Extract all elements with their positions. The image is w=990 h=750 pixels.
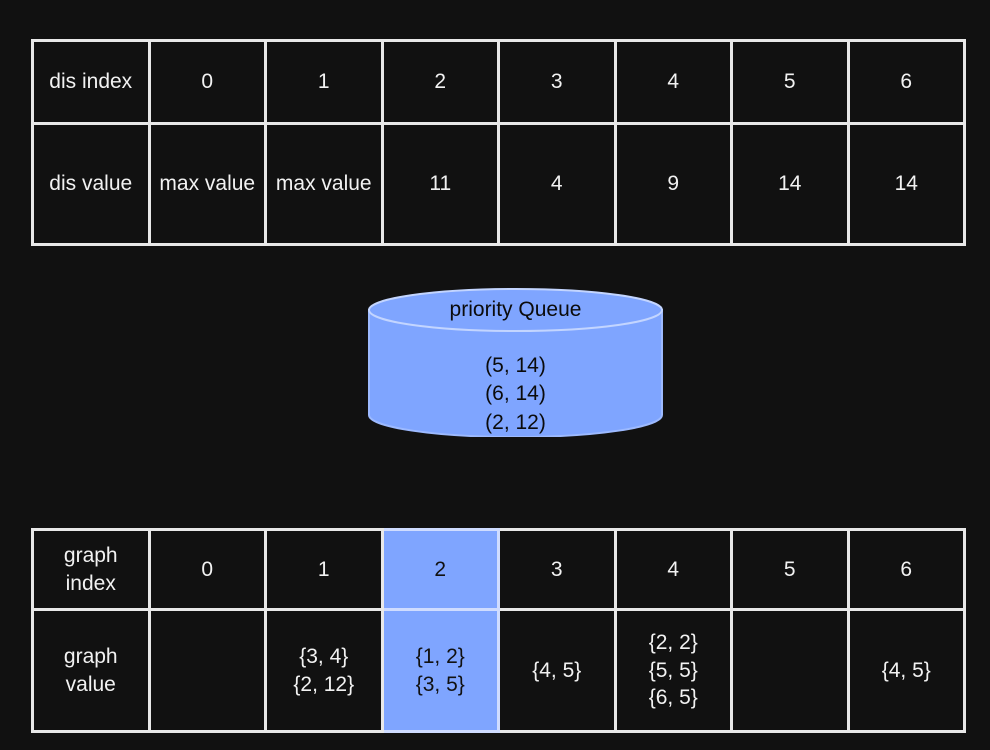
graph-value-cell-0 bbox=[147, 608, 267, 733]
graph-index-cell-2: 2 bbox=[380, 528, 500, 611]
dis-index-cell-2: 2 bbox=[380, 39, 500, 125]
graph-value-cell-3: {4, 5} bbox=[497, 608, 617, 733]
dis-index-cell-4: 4 bbox=[613, 39, 733, 125]
graph-index-label: graph index bbox=[31, 528, 151, 611]
priority-queue-cylinder: priority Queue (5, 14) (6, 14) (2, 12) bbox=[368, 288, 663, 437]
dis-table: dis index 0 1 2 3 4 5 6 dis value max va… bbox=[31, 39, 966, 246]
graph-value-cell-5 bbox=[730, 608, 850, 733]
dis-value-cell-2: 11 bbox=[380, 122, 500, 246]
dis-value-cell-3: 4 bbox=[497, 122, 617, 246]
graph-index-cell-5: 5 bbox=[730, 528, 850, 611]
dis-index-cell-0: 0 bbox=[147, 39, 267, 125]
dis-value-cell-6: 14 bbox=[846, 122, 966, 246]
graph-index-row: graph index 0 1 2 3 4 5 6 bbox=[31, 528, 966, 611]
dis-value-cell-1: max value bbox=[264, 122, 384, 246]
dis-index-row: dis index 0 1 2 3 4 5 6 bbox=[31, 39, 966, 125]
graph-value-cell-2: {1, 2} {3, 5} bbox=[380, 608, 500, 733]
graph-index-cell-0: 0 bbox=[147, 528, 267, 611]
graph-value-cell-1: {3, 4} {2, 12} bbox=[264, 608, 384, 733]
graph-value-row: graph value {3, 4} {2, 12} {1, 2} {3, 5}… bbox=[31, 608, 966, 733]
graph-index-cell-6: 6 bbox=[846, 528, 966, 611]
graph-index-cell-1: 1 bbox=[264, 528, 384, 611]
dis-index-label: dis index bbox=[31, 39, 151, 125]
dis-value-cell-0: max value bbox=[147, 122, 267, 246]
graph-index-cell-4: 4 bbox=[613, 528, 733, 611]
dis-index-cell-1: 1 bbox=[264, 39, 384, 125]
dis-value-row: dis value max value max value 11 4 9 14 … bbox=[31, 122, 966, 246]
graph-table: graph index 0 1 2 3 4 5 6 graph value {3… bbox=[31, 528, 966, 733]
dis-value-label: dis value bbox=[31, 122, 151, 246]
dis-value-cell-4: 9 bbox=[613, 122, 733, 246]
dis-index-cell-3: 3 bbox=[497, 39, 617, 125]
cylinder-shape-icon bbox=[368, 288, 663, 437]
dis-value-cell-5: 14 bbox=[730, 122, 850, 246]
graph-value-cell-4: {2, 2} {5, 5} {6, 5} bbox=[613, 608, 733, 733]
dis-index-cell-6: 6 bbox=[846, 39, 966, 125]
dis-index-cell-5: 5 bbox=[730, 39, 850, 125]
graph-index-cell-3: 3 bbox=[497, 528, 617, 611]
graph-value-cell-6: {4, 5} bbox=[846, 608, 966, 733]
graph-value-label: graph value bbox=[31, 608, 151, 733]
